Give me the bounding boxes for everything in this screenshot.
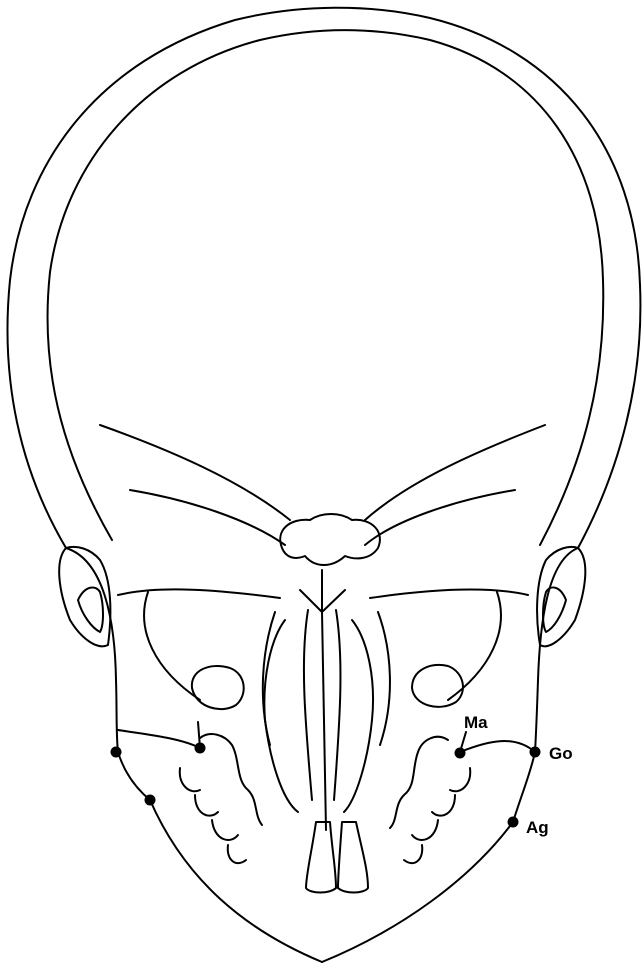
left-orbit-upper (118, 589, 280, 598)
right-orbit-upper (370, 589, 528, 598)
nasal-septum (300, 570, 345, 830)
right-orbital-roof-upper (365, 425, 545, 520)
left-gonion-point (111, 747, 122, 758)
right-orbital-roof-lower (365, 490, 515, 545)
right-dentition-outline (390, 737, 448, 828)
right-antegonion-point (508, 817, 519, 828)
left-zygomatic-ring (192, 666, 244, 709)
right-teeth (404, 768, 470, 863)
right-auricle-inner (543, 587, 566, 632)
left-maxillary-inner (344, 620, 373, 812)
left-maxillary-contour (264, 620, 298, 812)
right-ma-connector (460, 732, 535, 752)
label-ma: Ma (464, 713, 488, 732)
cranium-inner-contour (48, 30, 604, 545)
left-face-contour (66, 548, 322, 962)
left-incisor (306, 822, 336, 893)
label-ag: Ag (526, 818, 549, 837)
left-auricle (59, 547, 110, 646)
left-dentition-outline (200, 734, 262, 825)
left-orbital-roof-lower (130, 490, 285, 545)
left-teeth (180, 768, 246, 863)
left-maxillary-outer (263, 612, 275, 745)
central-cranial-base (280, 514, 380, 565)
right-incisor (338, 822, 368, 893)
right-orbit-lateral (448, 592, 501, 700)
right-mastoid-point (455, 748, 466, 759)
left-antegonion-point (145, 795, 156, 806)
nasal-cavity-right (334, 610, 340, 800)
right-gonion-point (530, 747, 541, 758)
right-maxillary-outer (378, 612, 390, 745)
right-zygomatic-ring (412, 665, 463, 707)
cranium-outer-contour (7, 8, 640, 548)
nasal-cavity-left (304, 610, 312, 800)
left-ma-connector (118, 722, 200, 748)
left-mastoid-point (195, 743, 206, 754)
left-auricle-inner (78, 587, 103, 632)
label-go: Go (549, 744, 573, 763)
